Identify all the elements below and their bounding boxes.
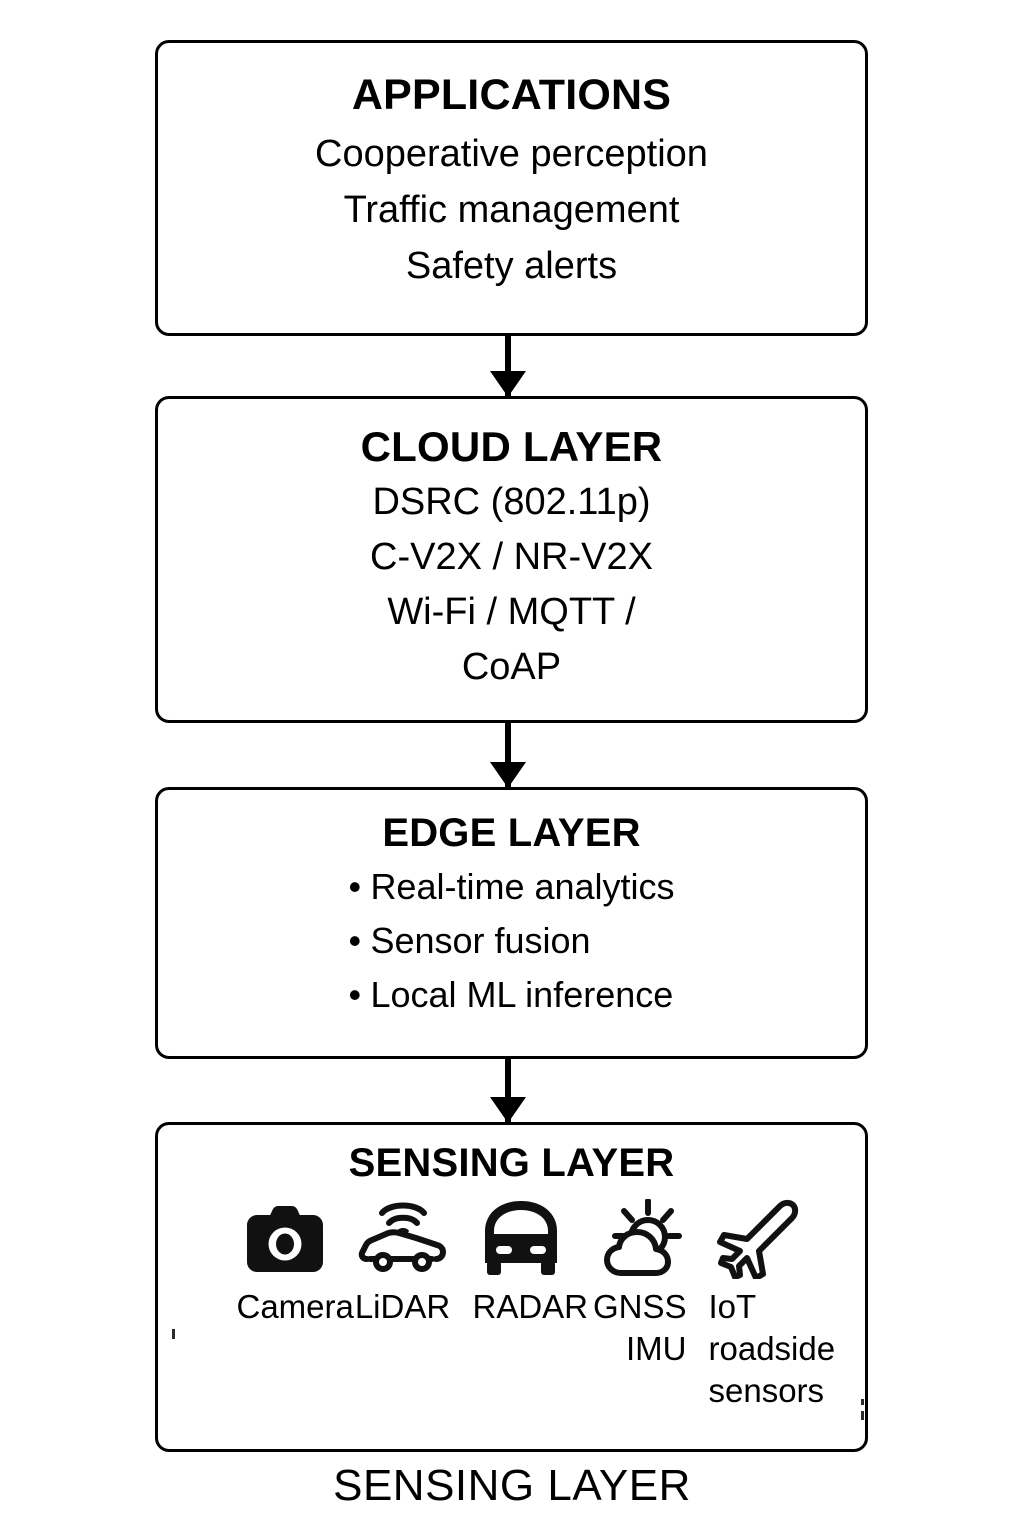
sensor-icon-cell-iot: [709, 1196, 805, 1282]
scan-artifact: [861, 1411, 864, 1420]
sensor-icon-row: [158, 1196, 865, 1282]
applications-body: Cooperative perception Traffic managemen…: [315, 126, 708, 295]
bullet-dot-icon: •: [348, 974, 362, 1016]
arrow-edge-to-sensing: [505, 1059, 511, 1122]
sensor-label-iot-text: IoT: [708, 1288, 757, 1326]
applications-line-1: Cooperative perception: [315, 132, 708, 175]
layer-box-cloud: CLOUD LAYER DSRC (802.11p) C-V2X / NR-V2…: [155, 396, 868, 723]
cloud-title: CLOUD LAYER: [360, 423, 663, 470]
sensor-label-gnss-text: GNSS: [592, 1288, 687, 1326]
layer-box-edge: EDGE LAYER •Real-time analytics •Sensor …: [155, 787, 868, 1059]
sensor-icon-cell-lidar: [355, 1196, 451, 1282]
bullet-dot-icon: •: [348, 866, 362, 908]
camera-icon: [246, 1206, 323, 1273]
applications-title: APPLICATIONS: [351, 71, 672, 119]
edge-bullet-row-2: •Sensor fusion: [348, 914, 674, 968]
sensor-label-camera: Camera: [237, 1286, 354, 1328]
sensor-label-camera-text: Camera: [236, 1288, 354, 1326]
cloud-line-1: DSRC (802.11p): [372, 480, 651, 523]
edge-bullet-3: Local ML inference: [370, 974, 674, 1016]
sensor-label-lidar-text: LiDAR: [354, 1288, 451, 1326]
cloud-line-3: Wi-Fi / MQTT /: [387, 590, 636, 633]
radar-car-icon: [479, 1201, 563, 1277]
sensor-label-imu-text: IMU: [626, 1329, 687, 1367]
layer-box-sensing: SENSING LAYER: [155, 1122, 868, 1452]
cloud-body: DSRC (802.11p) C-V2X / NR-V2X Wi-Fi / MQ…: [370, 475, 653, 695]
edge-bullet-row-1: •Real-time analytics: [348, 860, 674, 914]
sensor-label-row: Camera LiDAR RADAR GNSS IMU IoT roadside…: [158, 1286, 865, 1411]
sensor-label-roadside-text: roadside: [708, 1329, 836, 1367]
edge-bullet-row-3: •Local ML inference: [348, 968, 674, 1022]
applications-line-3: Safety alerts: [405, 245, 618, 288]
scan-artifact: [172, 1329, 175, 1339]
scan-artifact: [861, 1399, 864, 1405]
arrow-cloud-to-edge: [505, 723, 511, 787]
edge-bullet-2: Sensor fusion: [370, 920, 591, 962]
sensor-label-gnss: GNSS IMU: [591, 1286, 687, 1369]
sensor-icon-cell-gnss: [591, 1196, 687, 1282]
diagram-caption: SENSING LAYER: [333, 1461, 691, 1510]
bullet-dot-icon: •: [348, 920, 362, 962]
cloud-line-4: CoAP: [461, 645, 562, 688]
sensor-icon-cell-radar: [473, 1196, 569, 1282]
lidar-car-icon: [357, 1199, 449, 1279]
edge-bullet-list: •Real-time analytics •Sensor fusion •Loc…: [348, 860, 674, 1022]
sensor-icon-cell-camera: [237, 1196, 333, 1282]
weather-sun-cloud-icon: [593, 1199, 685, 1279]
applications-line-2: Traffic management: [343, 188, 680, 231]
sensor-label-radar: RADAR: [473, 1286, 589, 1328]
edge-title: EDGE LAYER: [382, 811, 641, 855]
layer-box-applications: APPLICATIONS Cooperative perception Traf…: [155, 40, 868, 336]
sensor-label-iot: IoT roadside sensors: [708, 1286, 836, 1411]
sensing-title: SENSING LAYER: [348, 1141, 675, 1185]
sensor-label-lidar: LiDAR: [355, 1286, 451, 1328]
sensor-label-sensors-text: sensors: [708, 1371, 825, 1409]
cloud-line-2: C-V2X / NR-V2X: [370, 535, 653, 578]
edge-bullet-1: Real-time analytics: [370, 866, 675, 908]
arrow-applications-to-cloud: [505, 336, 511, 396]
sensor-label-radar-text: RADAR: [472, 1288, 589, 1326]
airplane-icon: [714, 1199, 800, 1280]
